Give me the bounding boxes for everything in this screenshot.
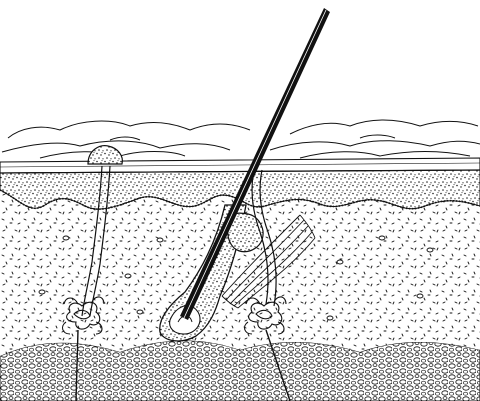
- sweat-pore-left: [88, 146, 122, 164]
- skin-surface-contours: [2, 120, 480, 158]
